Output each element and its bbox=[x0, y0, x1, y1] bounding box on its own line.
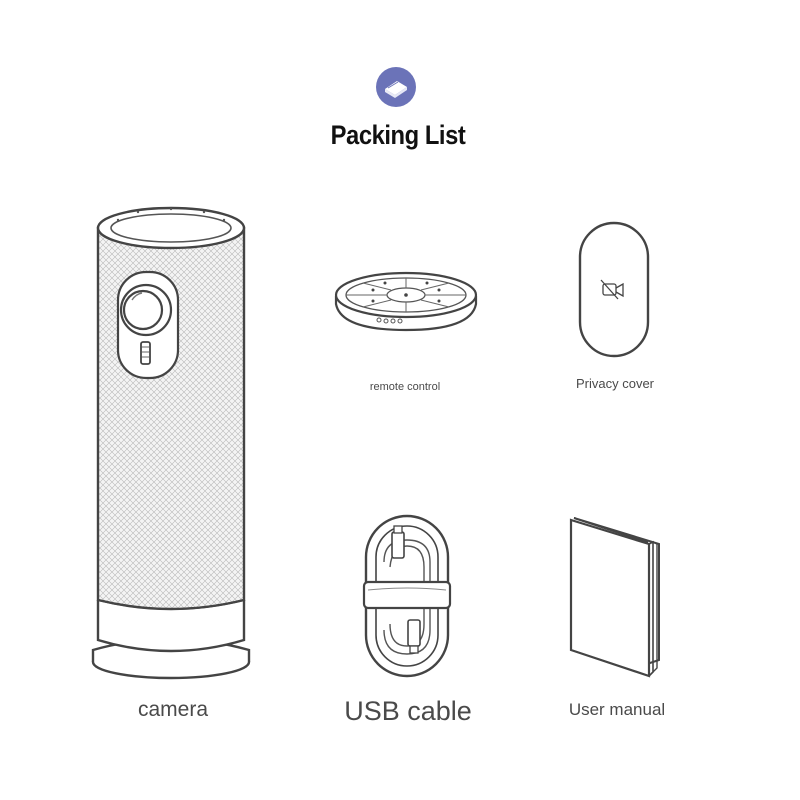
user-manual-icon bbox=[569, 517, 660, 678]
user-manual-label: User manual bbox=[568, 700, 666, 719]
usb-cable-icon bbox=[362, 514, 452, 678]
privacy-cover-icon bbox=[578, 221, 650, 358]
package-box-icon bbox=[376, 67, 416, 107]
usb-cable-label: USB cable bbox=[344, 696, 472, 726]
remote-control-label: remote control bbox=[369, 381, 441, 393]
camera-label: camera bbox=[137, 698, 209, 721]
camera-device-icon bbox=[91, 206, 251, 680]
remote-control-icon bbox=[334, 271, 478, 332]
page-title: Packing List bbox=[330, 120, 466, 150]
privacy-cover-label: Privacy cover bbox=[575, 376, 655, 391]
